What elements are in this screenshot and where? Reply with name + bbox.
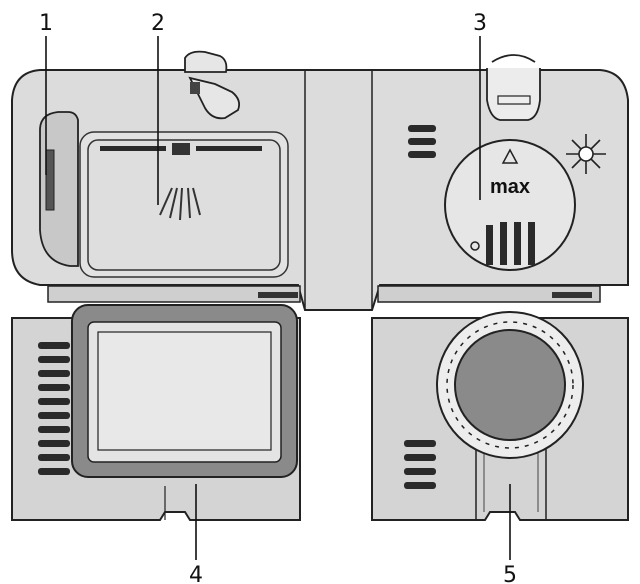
callout-1: 1 bbox=[39, 11, 53, 175]
detergent-compartment bbox=[79, 131, 289, 278]
top-latch bbox=[486, 54, 541, 121]
rinse-aid-latch bbox=[184, 50, 241, 120]
callout-4: 4 bbox=[189, 484, 203, 584]
rinse-aid-dial[interactable]: max bbox=[444, 139, 576, 271]
callout-5-label: 5 bbox=[503, 563, 517, 584]
callout-4-label: 4 bbox=[189, 563, 203, 584]
dial-arrow-icon bbox=[501, 148, 519, 164]
callout-3-label: 3 bbox=[473, 11, 487, 36]
rinse-aid-level-indicator bbox=[39, 111, 79, 267]
hinge-band bbox=[47, 285, 601, 303]
callout-3: 3 bbox=[473, 11, 487, 200]
callout-5: 5 bbox=[503, 484, 517, 584]
callout-2-label: 2 bbox=[151, 11, 165, 36]
detergent-lid[interactable] bbox=[11, 304, 301, 521]
callout-2: 2 bbox=[151, 11, 165, 205]
callout-1-label: 1 bbox=[39, 11, 53, 36]
rinse-aid-reservoir-vent bbox=[408, 125, 436, 158]
rinse-aid-cap[interactable] bbox=[436, 311, 584, 459]
dial-max-label: max bbox=[490, 176, 530, 198]
sparkle-icon bbox=[566, 134, 606, 174]
lid-vent-slots bbox=[38, 342, 70, 475]
right-vent-slots bbox=[404, 440, 436, 489]
